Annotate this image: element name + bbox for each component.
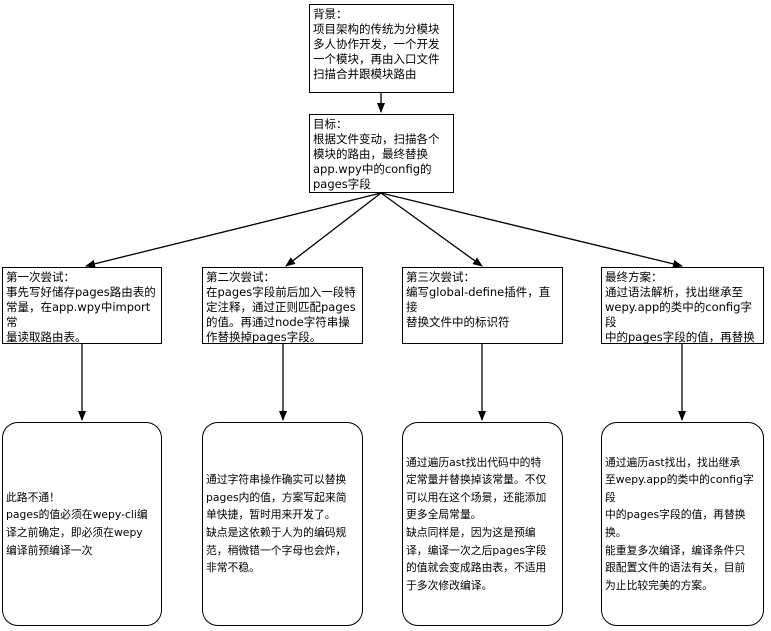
attempt2-text: 在pages字段前后加入一段特 定注释，通过正则匹配pages 的值。再通过no… [206,285,356,344]
result3-box: 通过遍历ast找出代码中的特 定常量并替换掉该常量。不仅 可以用在这个场景，还能… [402,422,563,626]
attempt2-box: 第二次尝试： 在pages字段前后加入一段特 定注释，通过正则匹配pages 的… [202,267,363,344]
result2-box: 通过字符串操作确实可以替换 pages内的值，方案写起来简 单快捷，暂时用来开发… [202,422,363,626]
arrow-goal-to-final [380,192,683,268]
goal-text: 根据文件变动，扫描各个 模块的路由，最终替换 app.wpy中的config的 … [313,132,440,191]
result3-text: 通过遍历ast找出代码中的特 定常量并替换掉该常量。不仅 可以用在这个场景，还能… [406,455,547,592]
result2-text: 通过字符串操作确实可以替换 pages内的值，方案写起来简 单快捷，暂时用来开发… [206,473,347,575]
background-title: 背景： [313,7,348,21]
attempt3-text: 编写global-define插件，直接 替换文件中的标识符 [406,285,551,329]
background-box: 背景： 项目架构的传统为分模块 多人协作开发，一个开发 一个模块，再由入口文件 … [309,4,454,93]
result4-box: 通过遍历ast找出，找出继承 至wepy.app的类中的config字段 中的p… [601,422,764,626]
attempt1-box: 第一次尝试： 事先写好储存pages路由表的 常量，在app.wpy中impor… [2,267,162,344]
attempt3-box: 第三次尝试： 编写global-define插件，直接 替换文件中的标识符 [402,267,563,344]
arrow-goal-to-attempt3 [380,192,483,267]
attempt1-title: 第一次尝试： [6,270,75,284]
goal-title: 目标： [313,117,348,131]
arrow-goal-to-attempt1 [85,192,382,268]
final-text: 通过语法解析，找出继承至 wepy.app的类中的config字段 中的page… [605,285,755,344]
attempt2-title: 第二次尝试： [206,270,275,284]
goal-box: 目标： 根据文件变动，扫描各个 模块的路由，最终替换 app.wpy中的conf… [309,114,454,193]
attempt1-text: 事先写好储存pages路由表的 常量，在app.wpy中import常 量读取路… [6,285,156,344]
arrow-goal-to-attempt2 [285,192,382,267]
background-text: 项目架构的传统为分模块 多人协作开发，一个开发 一个模块，再由入口文件 扫描合并… [313,22,440,81]
result1-box: 此路不通！ pages的值必须在wepy-cli编 译之前确定，即必须在wepy… [2,422,162,626]
attempt3-title: 第三次尝试： [406,270,475,284]
result4-text: 通过遍历ast找出，找出继承 至wepy.app的类中的config字段 中的p… [605,455,754,592]
final-box: 最终方案： 通过语法解析，找出继承至 wepy.app的类中的config字段 … [601,267,764,344]
final-title: 最终方案： [605,270,663,284]
result1-text: 此路不通！ pages的值必须在wepy-cli编 译之前确定，即必须在wepy… [6,490,148,557]
